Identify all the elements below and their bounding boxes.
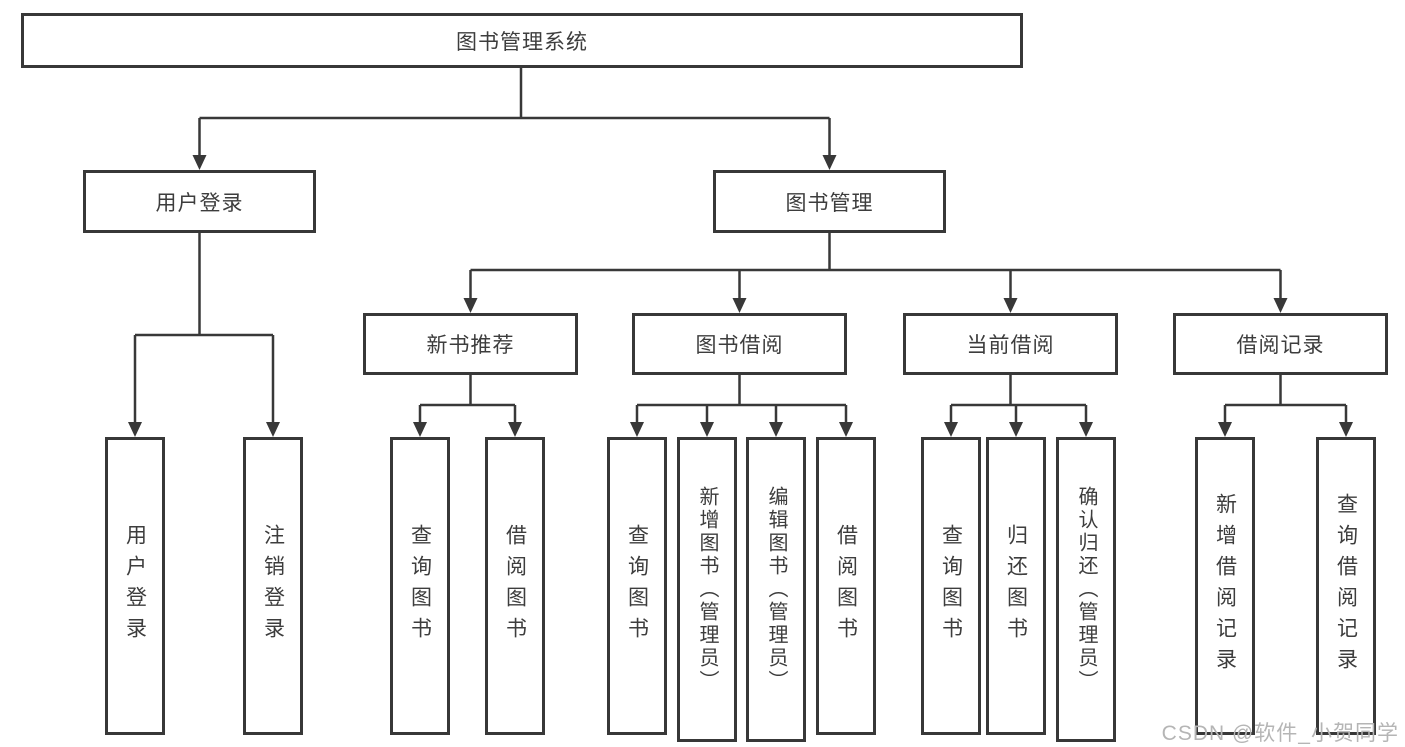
csdn-watermark: CSDN @软件_小贺同学 bbox=[1161, 722, 1399, 745]
node-new-book-recommendation: 新书推荐 bbox=[363, 313, 578, 375]
node-label: 新增借阅记录 bbox=[1213, 493, 1237, 679]
leaf-query-books-1: 查询图书 bbox=[390, 437, 450, 735]
node-label: 用户登录 bbox=[123, 524, 147, 648]
node-label: 查询图书 bbox=[625, 524, 649, 648]
node-label: 新增图书（管理员） bbox=[696, 486, 718, 693]
leaf-query-books-2: 查询图书 bbox=[607, 437, 667, 735]
node-label: 借阅图书 bbox=[834, 524, 858, 648]
leaf-return-books: 归还图书 bbox=[986, 437, 1046, 735]
node-label: 借阅图书 bbox=[503, 524, 527, 648]
node-label: 归还图书 bbox=[1004, 524, 1028, 648]
node-label: 编辑图书（管理员） bbox=[765, 486, 787, 693]
node-borrowing-records: 借阅记录 bbox=[1173, 313, 1388, 375]
arrowheads bbox=[128, 155, 1353, 437]
leaf-borrow-books-1: 借阅图书 bbox=[485, 437, 545, 735]
node-label: 图书借阅 bbox=[695, 334, 784, 357]
node-label: 当前借阅 bbox=[966, 334, 1055, 357]
node-label: 图书管理 bbox=[785, 191, 874, 215]
leaf-user-login: 用户登录 bbox=[105, 437, 165, 735]
node-book-management-module: 图书管理 bbox=[713, 170, 946, 233]
leaf-confirm-return-admin: 确认归还（管理员） bbox=[1056, 437, 1116, 742]
node-user-login-module: 用户登录 bbox=[83, 170, 316, 233]
leaf-logout: 注销登录 bbox=[243, 437, 303, 735]
leaf-query-borrow-record: 查询借阅记录 bbox=[1316, 437, 1376, 735]
node-book-borrowing: 图书借阅 bbox=[632, 313, 847, 375]
node-label: 图书管理系统 bbox=[456, 30, 588, 54]
leaf-borrow-books-2: 借阅图书 bbox=[816, 437, 876, 735]
node-current-borrowing: 当前借阅 bbox=[903, 313, 1118, 375]
node-label: 用户登录 bbox=[155, 191, 244, 215]
node-label: 查询借阅记录 bbox=[1334, 493, 1358, 679]
node-label: 查询图书 bbox=[408, 524, 432, 648]
node-library-management-system: 图书管理系统 bbox=[21, 13, 1023, 68]
node-label: 注销登录 bbox=[261, 524, 285, 648]
node-label: 查询图书 bbox=[939, 524, 963, 648]
leaf-add-borrow-record: 新增借阅记录 bbox=[1195, 437, 1255, 735]
leaf-add-books-admin: 新增图书（管理员） bbox=[677, 437, 737, 742]
connector-paths bbox=[133, 68, 1348, 424]
node-label: 新书推荐 bbox=[426, 334, 515, 357]
node-label: 确认归还（管理员） bbox=[1075, 486, 1097, 693]
node-label: 借阅记录 bbox=[1236, 334, 1325, 357]
leaf-query-books-3: 查询图书 bbox=[921, 437, 981, 735]
leaf-edit-books-admin: 编辑图书（管理员） bbox=[746, 437, 806, 742]
